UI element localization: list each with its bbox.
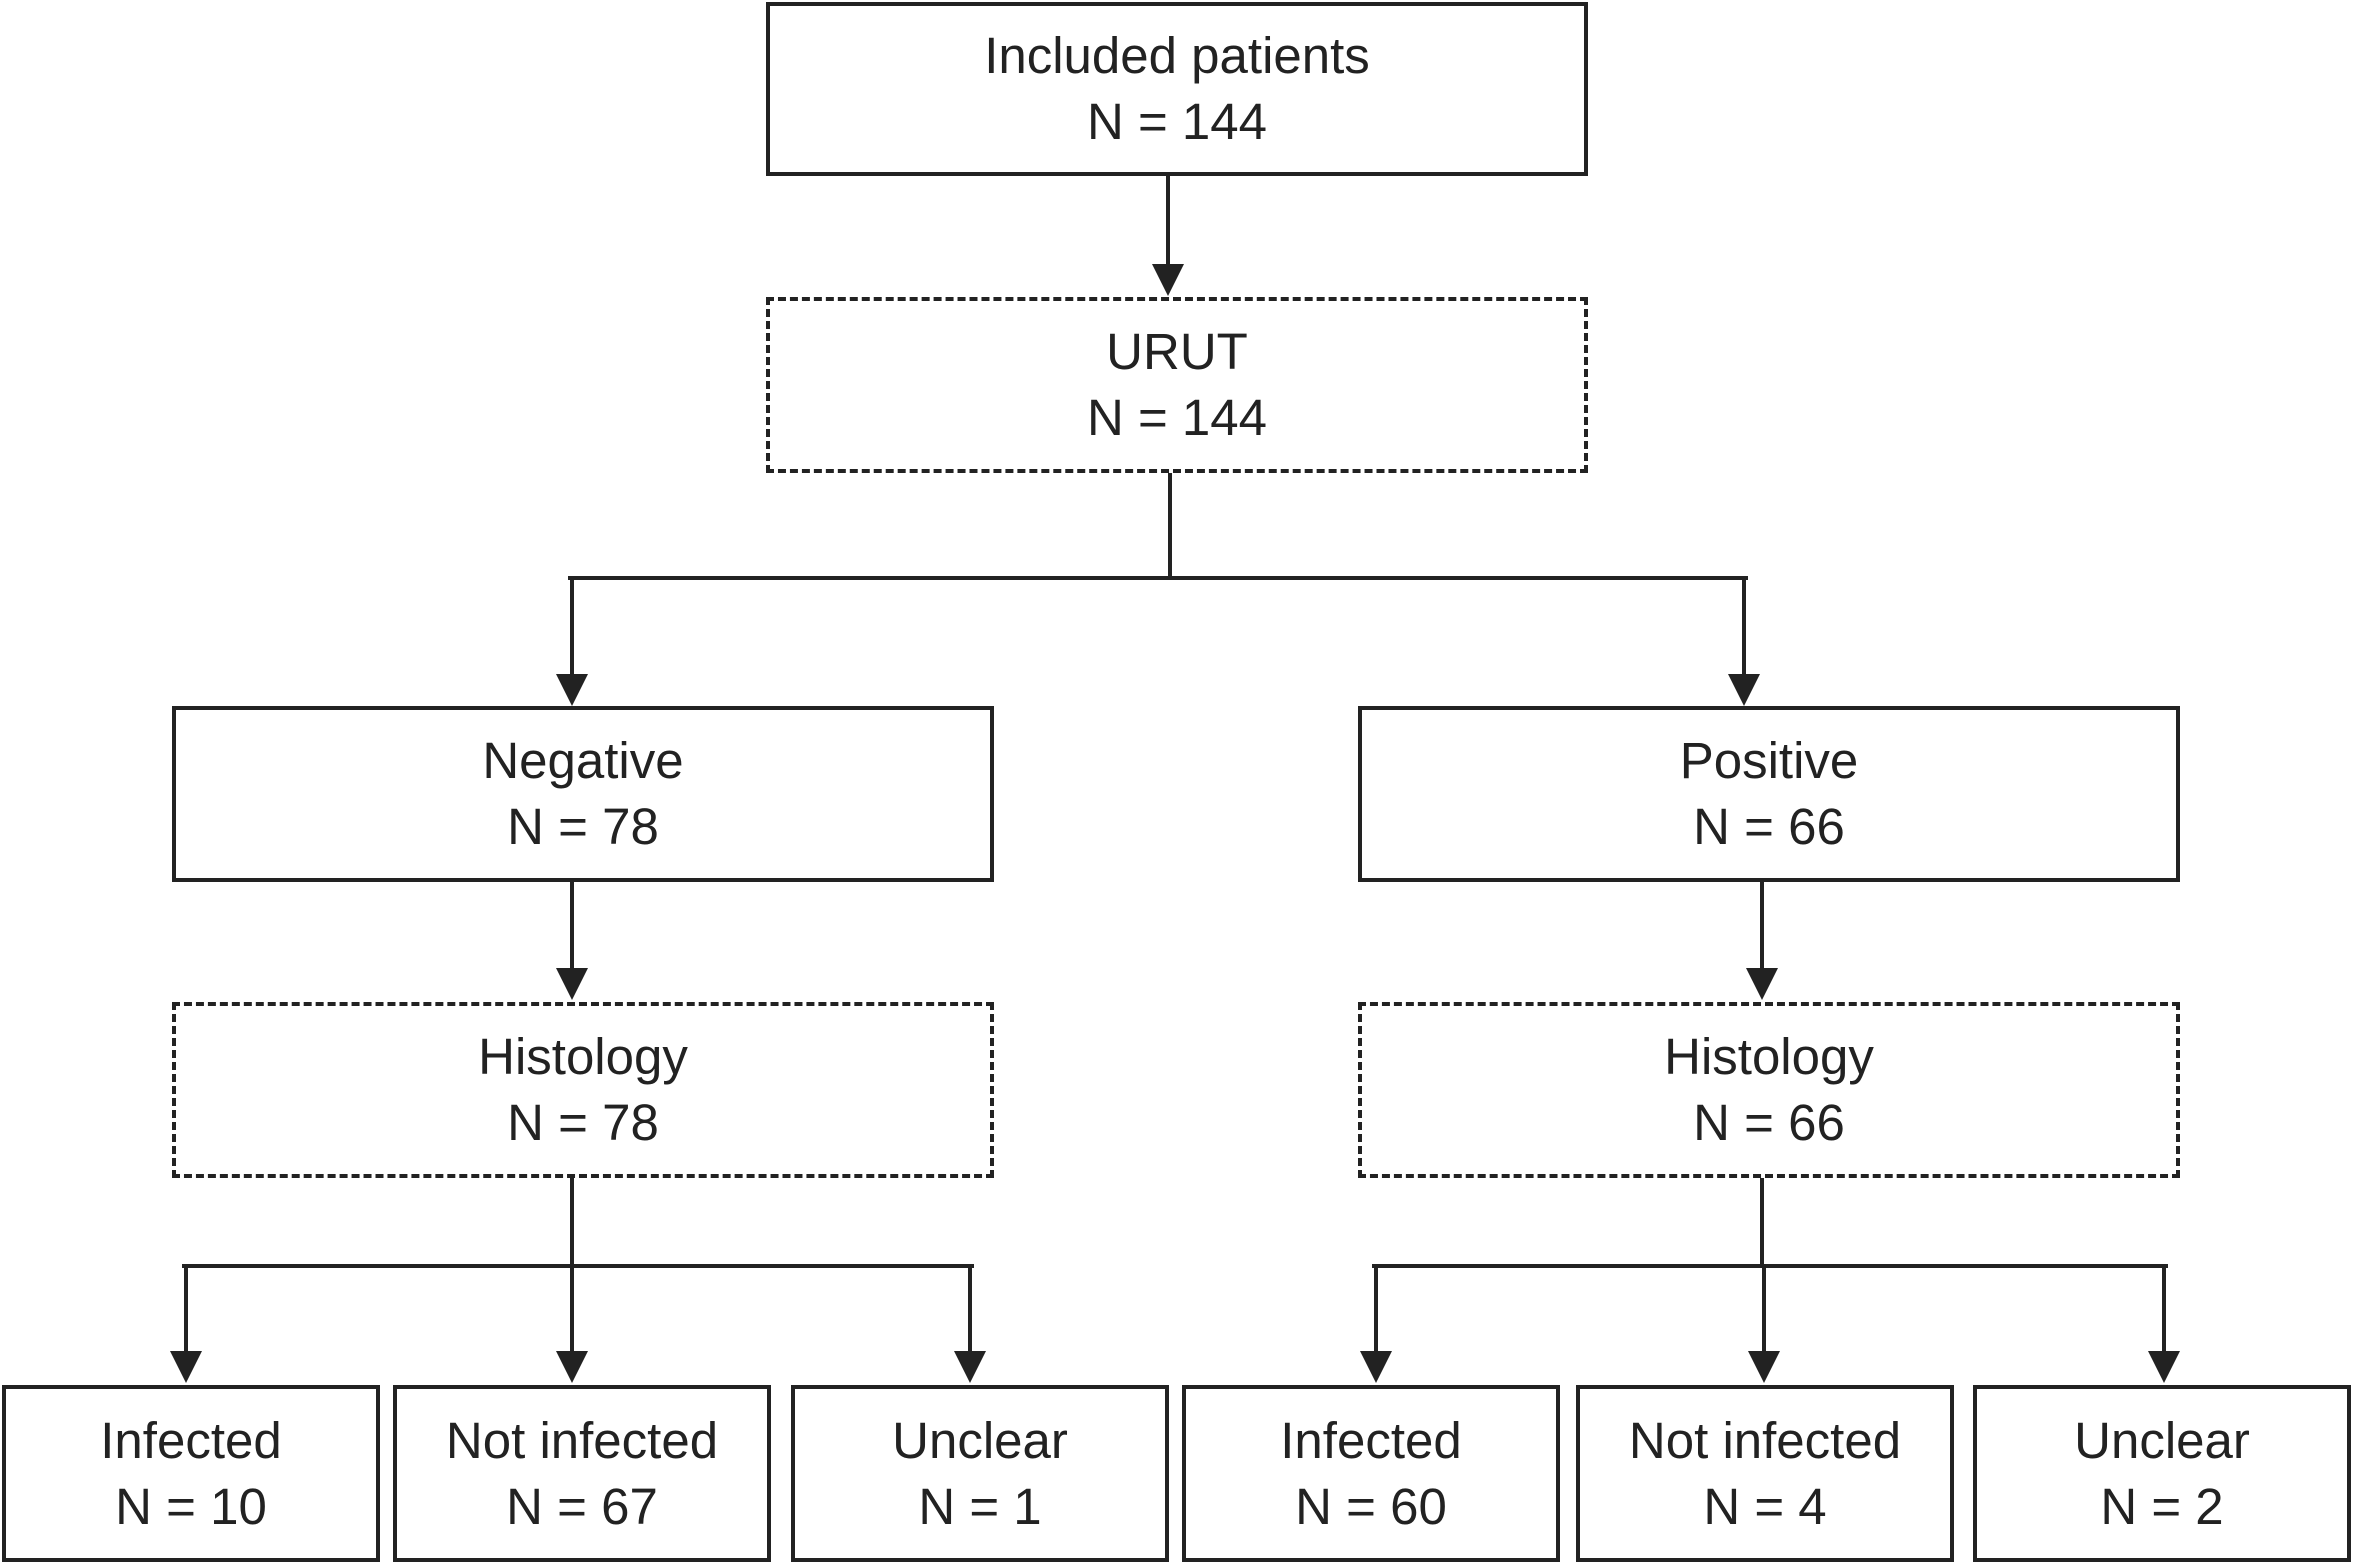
neg-not-infected-label: Not infected: [445, 1411, 719, 1469]
pos-not-infected-box: Not infected N = 4: [1576, 1385, 1954, 1562]
arrowhead-icon: [1152, 264, 1184, 296]
negative-count: N = 78: [507, 798, 659, 855]
arrowhead-icon: [2148, 1351, 2180, 1383]
pos-infected-count: N = 60: [1295, 1477, 1447, 1535]
histology-positive-box: Histology N = 66: [1358, 1002, 2180, 1178]
arrowhead-icon: [556, 968, 588, 1000]
pos-unclear-box: Unclear N = 2: [1973, 1385, 2351, 1562]
positive-box: Positive N = 66: [1358, 706, 2180, 882]
arrowhead-icon: [1746, 968, 1778, 1000]
included-patients-count: N = 144: [1086, 93, 1268, 150]
included-patients-box: Included patients N = 144: [766, 2, 1588, 176]
arrowhead-icon: [1748, 1351, 1780, 1383]
urut-box: URUT N = 144: [766, 297, 1588, 473]
positive-label: Positive: [1679, 732, 1859, 789]
histology-negative-count: N = 78: [507, 1094, 659, 1151]
pos-infected-label: Infected: [1280, 1411, 1462, 1469]
histology-negative-label: Histology: [478, 1028, 688, 1085]
neg-unclear-label: Unclear: [892, 1411, 1068, 1469]
pos-unclear-label: Unclear: [2074, 1411, 2250, 1469]
histology-positive-count: N = 66: [1693, 1094, 1845, 1151]
histology-positive-label: Histology: [1664, 1028, 1874, 1085]
included-patients-label: Included patients: [984, 27, 1370, 84]
histology-negative-box: Histology N = 78: [172, 1002, 994, 1178]
arrowhead-icon: [170, 1351, 202, 1383]
arrowhead-icon: [1728, 674, 1760, 706]
urut-label: URUT: [1106, 323, 1248, 380]
neg-infected-box: Infected N = 10: [2, 1385, 380, 1562]
negative-box: Negative N = 78: [172, 706, 994, 882]
neg-unclear-box: Unclear N = 1: [791, 1385, 1169, 1562]
pos-not-infected-label: Not infected: [1628, 1411, 1902, 1469]
neg-not-infected-box: Not infected N = 67: [393, 1385, 771, 1562]
neg-infected-count: N = 10: [115, 1477, 267, 1535]
negative-label: Negative: [482, 732, 684, 789]
urut-count: N = 144: [1086, 389, 1268, 446]
pos-not-infected-count: N = 4: [1703, 1477, 1827, 1535]
arrowhead-icon: [556, 1351, 588, 1383]
neg-not-infected-count: N = 67: [506, 1477, 658, 1535]
neg-infected-label: Infected: [100, 1411, 282, 1469]
arrowhead-icon: [1360, 1351, 1392, 1383]
arrowhead-icon: [954, 1351, 986, 1383]
pos-infected-box: Infected N = 60: [1182, 1385, 1560, 1562]
neg-unclear-count: N = 1: [918, 1477, 1042, 1535]
positive-count: N = 66: [1693, 798, 1845, 855]
arrowhead-icon: [556, 674, 588, 706]
pos-unclear-count: N = 2: [2100, 1477, 2224, 1535]
